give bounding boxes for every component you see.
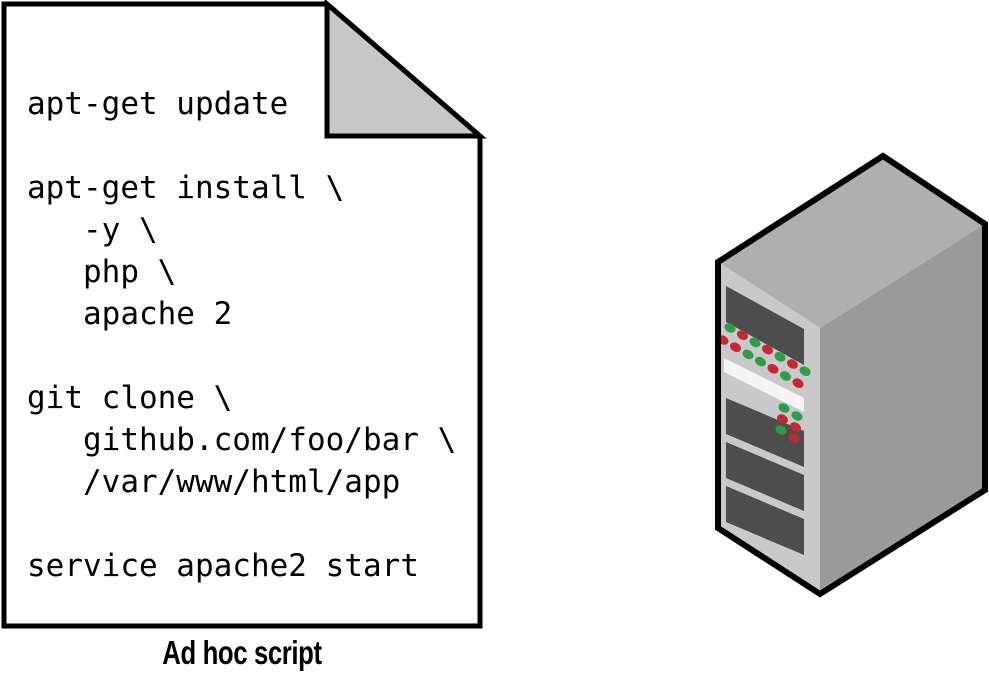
led-red-icon	[777, 414, 788, 424]
led-red-icon	[787, 359, 798, 369]
server-side-face	[820, 224, 985, 594]
led-green-icon	[742, 349, 754, 360]
led-red-icon	[788, 433, 800, 443]
led-red-icon	[762, 344, 773, 355]
paper-fold-corner-icon	[324, 0, 487, 139]
paper-shape	[1, 1, 483, 629]
server-bays	[724, 286, 804, 555]
led-red-icon	[790, 422, 801, 432]
server-slot	[726, 442, 804, 511]
server-stripe	[724, 358, 804, 412]
led-green-icon	[778, 403, 790, 413]
server-outline	[715, 152, 988, 598]
server-leds	[717, 323, 811, 443]
script-text: apt-get update apt-get install \ -y \ ph…	[27, 86, 457, 584]
led-green-icon	[791, 411, 803, 421]
led-red-icon	[730, 342, 741, 352]
script-file-illustration	[1, 0, 487, 629]
server-slot	[726, 486, 804, 555]
server-illustration	[715, 152, 988, 598]
led-green-icon	[799, 366, 811, 376]
server-top-face	[718, 156, 985, 328]
led-red-icon	[767, 364, 779, 374]
server-display-panel	[726, 286, 804, 365]
led-red-icon	[792, 378, 804, 388]
led-green-icon	[774, 352, 786, 362]
led-red-icon	[737, 330, 748, 340]
led-green-icon	[755, 356, 766, 367]
led-green-icon	[749, 337, 761, 348]
led-green-icon	[775, 425, 787, 435]
server-slot	[726, 398, 804, 467]
led-green-icon	[724, 323, 736, 333]
figure-caption: Ad hoc script	[162, 634, 322, 671]
led-green-icon	[780, 371, 791, 381]
